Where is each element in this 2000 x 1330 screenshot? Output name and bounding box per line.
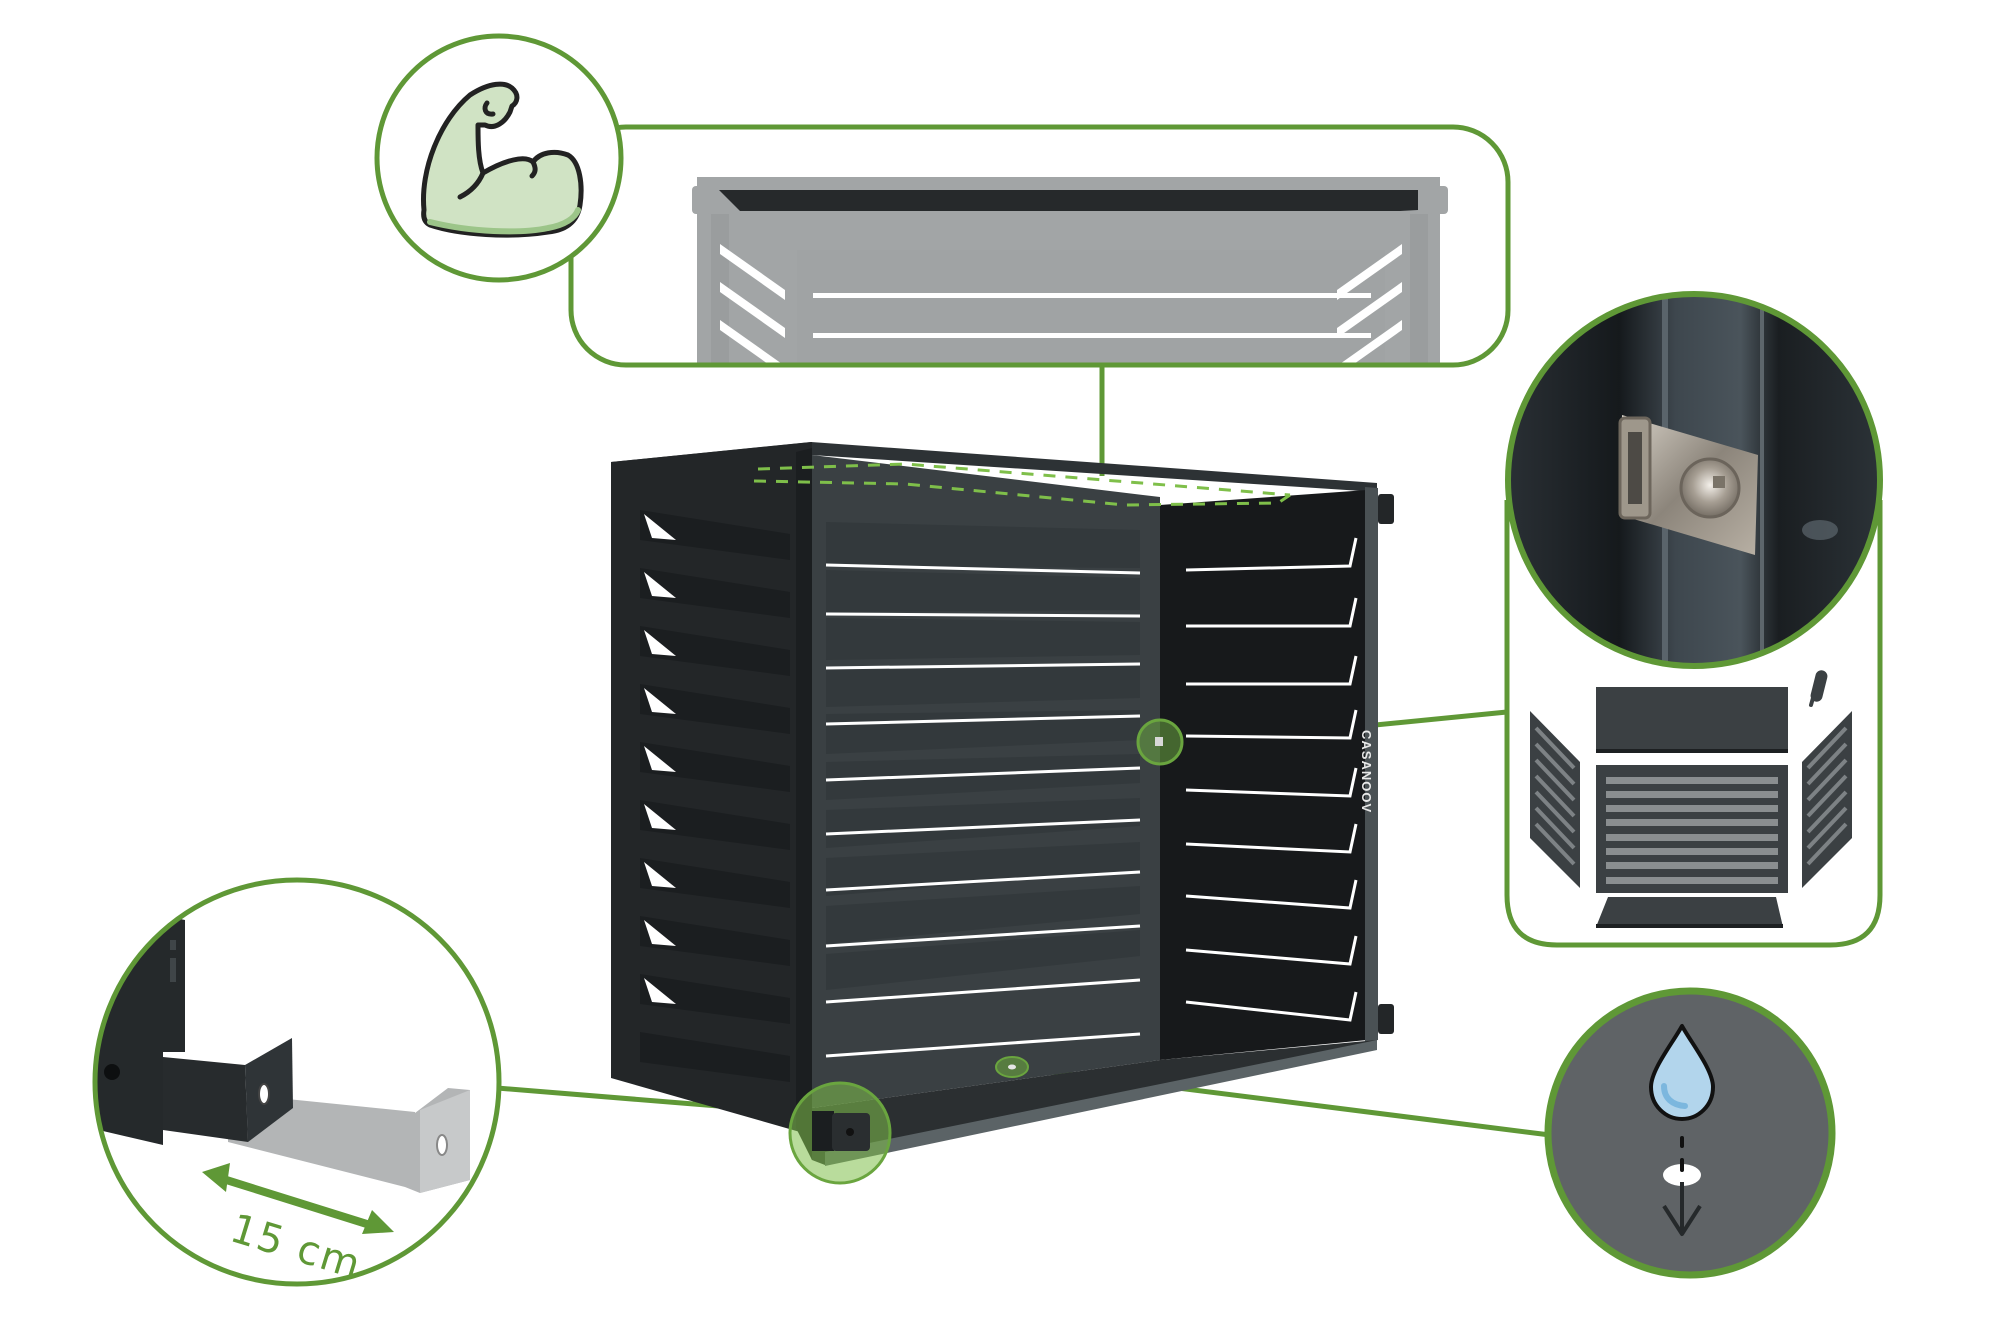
assembly-callout-frame — [1504, 500, 1883, 948]
right-side-panel-inner — [1160, 490, 1367, 1060]
wall-spacer-detail: 15 cm — [92, 877, 502, 1289]
right-frame-post — [1365, 487, 1378, 1042]
right-side-louvers — [1185, 537, 1358, 1022]
clip-fastener-icon — [1618, 415, 1758, 555]
right-top-bracket — [1378, 494, 1394, 524]
exploded-back-panel — [1596, 765, 1788, 893]
rear-foot-hole — [846, 1128, 854, 1136]
floor-front-edge — [825, 1040, 1377, 1166]
clip-hotspot-glyph — [1155, 737, 1163, 746]
left-side-louvers — [640, 510, 790, 1082]
drain-arrow-icon — [1662, 1136, 1702, 1236]
clip-detail-photo — [1505, 291, 1883, 669]
drainage-badge — [1544, 987, 1836, 1279]
drain-hole — [1008, 1064, 1016, 1070]
dimension-arrow — [202, 1163, 394, 1234]
exploded-top-panel — [1596, 687, 1788, 752]
bracket-gray-ghost — [228, 1088, 470, 1193]
exploded-floor-panel — [1596, 897, 1783, 927]
strength-badge — [374, 33, 624, 283]
exploded-back-louvers — [1606, 777, 1778, 884]
brand-logo: CASANOOV — [1359, 730, 1374, 813]
exploded-panels-icon — [1530, 670, 1852, 928]
callout-top-frame — [568, 124, 1511, 368]
screw-head — [1679, 457, 1741, 519]
callout-assembly — [1504, 500, 1883, 948]
ac-cover-enclosure: CASANOOV — [611, 442, 1394, 1185]
screwdriver-icon — [1809, 670, 1828, 707]
water-drop-icon — [1649, 1024, 1715, 1121]
ghost-top-bar — [719, 190, 1418, 211]
rear-foot-bracket — [812, 1111, 834, 1151]
top-frame-highlight — [753, 462, 1291, 507]
back-panel-slats — [825, 522, 1141, 1058]
flexed-biceps-icon — [420, 81, 584, 238]
right-bottom-bracket — [1378, 1004, 1394, 1034]
bracket-dark — [163, 1057, 248, 1142]
wall-bracket-icon — [97, 900, 470, 1193]
left-front-post — [796, 448, 812, 1160]
ghost-enclosure-top — [692, 177, 1448, 365]
